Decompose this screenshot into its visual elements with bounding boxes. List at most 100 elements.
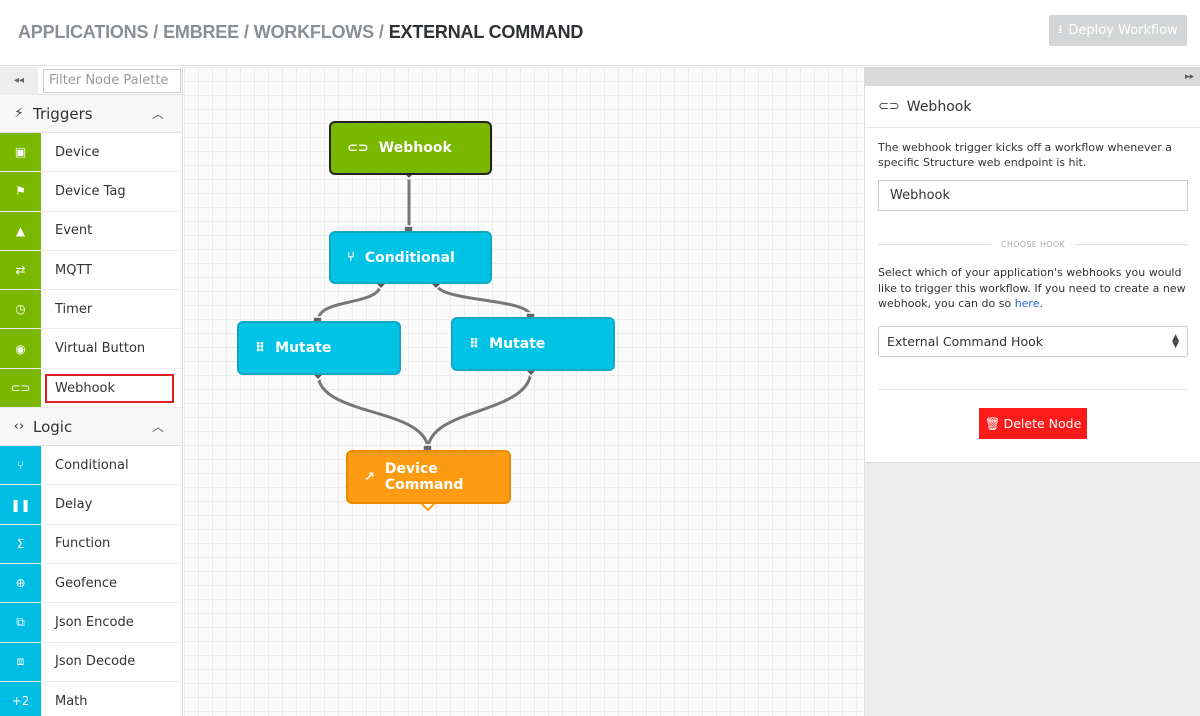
breadcrumb-separator: / <box>153 22 159 42</box>
logic-section-header[interactable]: ‹› Logic ︿ <box>0 408 182 447</box>
breadcrumb: APPLICATIONS/EMBREE/WORKFLOWS/EXTERNAL C… <box>18 22 583 43</box>
workflow-node-mutate-right[interactable]: ⠿ Mutate <box>451 317 615 371</box>
palette-item-timer[interactable]: ◷ Timer <box>0 290 182 330</box>
stopwatch-icon: ◷ <box>0 290 41 329</box>
choose-hook-label: CHOOSE HOOK <box>1000 239 1066 249</box>
pause-icon: ❚❚ <box>0 485 41 524</box>
triggers-section-title: Triggers <box>33 104 93 123</box>
divider-line <box>878 243 991 245</box>
workflow-node-webhook[interactable]: ⊂⊃ Webhook <box>329 121 492 175</box>
upload-icon: ⭳ <box>1058 22 1063 36</box>
divider-line <box>1075 243 1188 245</box>
palette-item-label: Timer <box>55 301 93 317</box>
workflow-node-label: Mutate <box>489 336 546 352</box>
workflow-node-mutate-left[interactable]: ⠿ Mutate <box>237 321 401 375</box>
node-palette: ◂◂ ⚡ Triggers ︿ ▣ Device ⚑ Device Tag ▲ … <box>0 67 183 716</box>
top-header: APPLICATIONS/EMBREE/WORKFLOWS/EXTERNAL C… <box>0 0 1200 66</box>
breadcrumb-workflows[interactable]: WORKFLOWS <box>253 22 374 42</box>
node-properties-card: ⊂⊃ Webhook The webhook trigger kicks off… <box>865 86 1200 463</box>
choose-hook-text: Select which of your application's webho… <box>878 266 1186 310</box>
warning-icon: ▲ <box>0 211 41 250</box>
palette-item-label: Virtual Button <box>55 341 146 357</box>
workflow-node-label: Webhook <box>378 140 452 156</box>
palette-item-math[interactable]: +2 Math <box>0 681 182 716</box>
chevron-up-icon[interactable]: ︿ <box>151 107 164 121</box>
palette-item-json-decode[interactable]: ⧈ Json Decode <box>0 642 182 682</box>
link-icon: ⊂⊃ <box>0 368 41 408</box>
palette-item-label: Json Encode <box>55 614 134 630</box>
panel-description: The webhook trigger kicks off a workflow… <box>878 141 1173 169</box>
palette-item-device-tag[interactable]: ⚑ Device Tag <box>0 172 182 212</box>
palette-item-delay[interactable]: ❚❚ Delay <box>0 485 182 525</box>
collapse-palette-icon[interactable]: ◂◂ <box>0 67 38 95</box>
breadcrumb-embree[interactable]: EMBREE <box>163 22 239 42</box>
palette-item-label: Delay <box>55 497 93 513</box>
breadcrumb-applications[interactable]: APPLICATIONS <box>18 22 149 42</box>
chip-icon: ▣ <box>0 133 41 172</box>
workflow-node-label: Device Command <box>384 461 464 493</box>
palette-item-label: MQTT <box>55 262 93 278</box>
palette-item-label: Math <box>55 693 88 709</box>
deploy-workflow-button[interactable]: ⭳ Deploy Workflow <box>1049 15 1187 46</box>
palette-item-event[interactable]: ▲ Event <box>0 211 182 251</box>
palette-item-conditional[interactable]: ⑂ Conditional <box>0 446 182 486</box>
workflow-node-device-command[interactable]: ↗ Device Command <box>346 450 511 504</box>
expand-panel-icon[interactable]: ▸▸ <box>1184 71 1194 82</box>
node-properties-panel: ▸▸ ⊂⊃ Webhook The webhook trigger kicks … <box>864 67 1200 716</box>
palette-item-webhook[interactable]: ⊂⊃ Webhook <box>0 368 182 409</box>
panel-separator <box>878 389 1188 390</box>
link-icon: ⊂⊃ <box>878 99 900 114</box>
edge-conditional-mutate-left <box>316 282 383 322</box>
edge-mutate-right-command <box>426 369 533 451</box>
workflow-node-conditional[interactable]: ⑂ Conditional <box>329 231 492 284</box>
choose-hook-end: . <box>1039 297 1043 310</box>
palette-item-label: Conditional <box>55 457 129 473</box>
json-decode-icon: ⧈ <box>0 642 41 681</box>
workflow-canvas[interactable]: ⊂⊃ Webhook ⑂ Conditional ⠿ Mutate ⠿ Muta… <box>184 67 863 716</box>
workflow-node-label: Mutate <box>275 340 332 356</box>
code-icon: ‹› <box>13 419 25 435</box>
delete-node-label: Delete Node <box>1003 416 1082 431</box>
panel-title: Webhook <box>906 98 972 115</box>
workflow-edges <box>310 165 539 512</box>
grid-dots-icon: ⠿ <box>255 340 266 356</box>
arrow-up-right-icon: ↗ <box>364 469 375 485</box>
transfer-icon: ⇄ <box>0 250 41 290</box>
sigma-icon: Σ <box>0 524 41 563</box>
palette-item-label: Webhook <box>44 373 175 404</box>
flag-icon: ⚑ <box>0 172 41 211</box>
node-name-field[interactable]: Webhook <box>878 180 1188 211</box>
logic-section-title: Logic <box>33 417 73 436</box>
palette-item-json-encode[interactable]: ⧉ Json Encode <box>0 603 182 643</box>
palette-item-label: Geofence <box>55 575 117 591</box>
palette-toolbar: ◂◂ <box>0 67 182 95</box>
choose-hook-description: Select which of your application's webho… <box>878 265 1190 312</box>
delete-node-button[interactable]: 🗑 Delete Node <box>979 408 1087 439</box>
target-icon: ⊕ <box>0 563 41 603</box>
edge-conditional-mutate-right <box>434 282 533 318</box>
panel-title-bar: ⊂⊃ Webhook <box>865 86 1200 128</box>
trash-icon: 🗑 <box>984 415 1001 431</box>
grid-dots-icon: ⠿ <box>469 336 480 352</box>
chevron-up-icon[interactable]: ︿ <box>151 420 164 435</box>
panel-topbar: ▸▸ <box>865 67 1200 86</box>
breadcrumb-separator: / <box>243 22 249 42</box>
triggers-section-header[interactable]: ⚡ Triggers ︿ <box>0 95 182 133</box>
link-icon: ⊂⊃ <box>347 140 369 156</box>
palette-item-virtual-button[interactable]: ◉ Virtual Button <box>0 329 182 369</box>
palette-item-function[interactable]: Σ Function <box>0 524 182 564</box>
breadcrumb-current: EXTERNAL COMMAND <box>388 22 584 42</box>
palette-item-device[interactable]: ▣ Device <box>0 133 182 173</box>
webhook-select-value: External Command Hook <box>887 334 1043 349</box>
lightning-icon: ⚡ <box>14 106 24 121</box>
breadcrumb-separator: / <box>378 22 384 42</box>
palette-item-label: Device <box>55 144 100 160</box>
create-webhook-link[interactable]: here <box>1014 297 1040 310</box>
workflow-node-label: Conditional <box>364 249 455 266</box>
choose-hook-divider: CHOOSE HOOK <box>878 237 1188 251</box>
palette-item-geofence[interactable]: ⊕ Geofence <box>0 563 182 604</box>
palette-item-mqtt[interactable]: ⇄ MQTT <box>0 250 182 291</box>
filter-node-palette-input[interactable] <box>43 68 181 93</box>
webhook-select[interactable]: External Command Hook ▲▼ <box>878 326 1188 357</box>
plus-two-icon: +2 <box>0 681 41 716</box>
